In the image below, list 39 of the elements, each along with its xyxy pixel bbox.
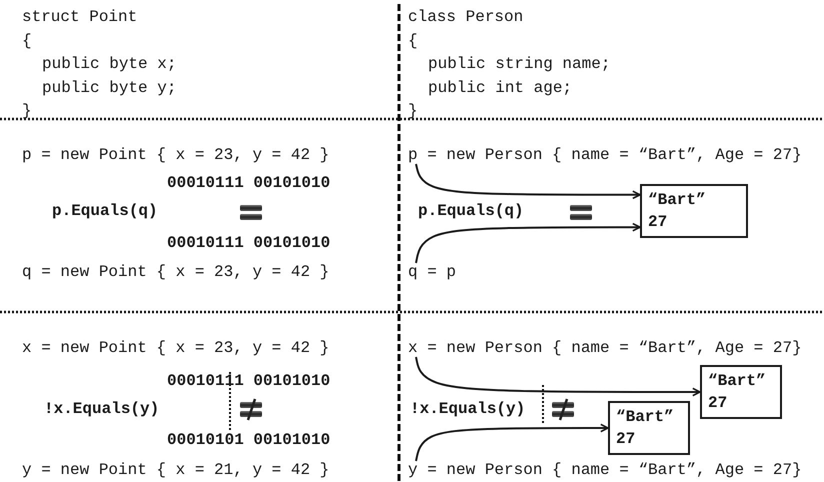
- code-line: y = new Point { x = 21, y = 42 }: [22, 461, 330, 479]
- code-line: public byte y;: [42, 79, 176, 97]
- code-line: p = new Person { name = “Bart”, Age = 27}: [408, 146, 802, 164]
- object-box: [700, 365, 782, 419]
- field-value: 27: [648, 212, 668, 233]
- field-value: “Bart”: [708, 371, 767, 392]
- code-line: y = new Person { name = “Bart”, Age = 27}: [408, 461, 802, 479]
- field-value: “Bart”: [616, 407, 675, 428]
- arrow: [415, 222, 641, 264]
- code-line: public string name;: [428, 55, 610, 73]
- code-line: x = new Person { name = “Bart”, Age = 27}: [408, 339, 802, 357]
- binary-value: 00010111 00101010: [167, 372, 330, 390]
- code-line: }: [22, 102, 32, 120]
- code-line: q = p: [408, 263, 456, 281]
- code-line: public byte x;: [42, 55, 176, 73]
- field-value: 27: [708, 393, 728, 414]
- binary-value: 00010101 00101010: [167, 431, 330, 449]
- code-line: struct Point: [22, 8, 138, 26]
- arrow: [415, 164, 641, 200]
- binary-value: 00010111 00101010: [167, 174, 330, 192]
- method-call: !x.Equals(y): [44, 400, 160, 418]
- arrow: [415, 424, 609, 462]
- arrow: [415, 356, 701, 396]
- method-call: p.Equals(q): [52, 202, 158, 220]
- code-line: public int age;: [428, 79, 572, 97]
- code-line: }: [408, 102, 418, 120]
- code-line: {: [408, 32, 418, 50]
- binary-value: 00010111 00101010: [167, 234, 330, 252]
- code-line: p = new Point { x = 23, y = 42 }: [22, 146, 330, 164]
- code-line: x = new Point { x = 23, y = 42 }: [22, 339, 330, 357]
- field-value: 27: [616, 429, 636, 450]
- method-call: p.Equals(q): [418, 202, 524, 220]
- code-line: class Person: [408, 8, 524, 26]
- method-call: !x.Equals(y): [410, 400, 526, 418]
- code-line: q = new Point { x = 23, y = 42 }: [22, 263, 330, 281]
- code-line: {: [22, 32, 32, 50]
- object-box: [608, 401, 690, 455]
- object-box: [640, 184, 748, 238]
- field-value: “Bart”: [648, 190, 707, 211]
